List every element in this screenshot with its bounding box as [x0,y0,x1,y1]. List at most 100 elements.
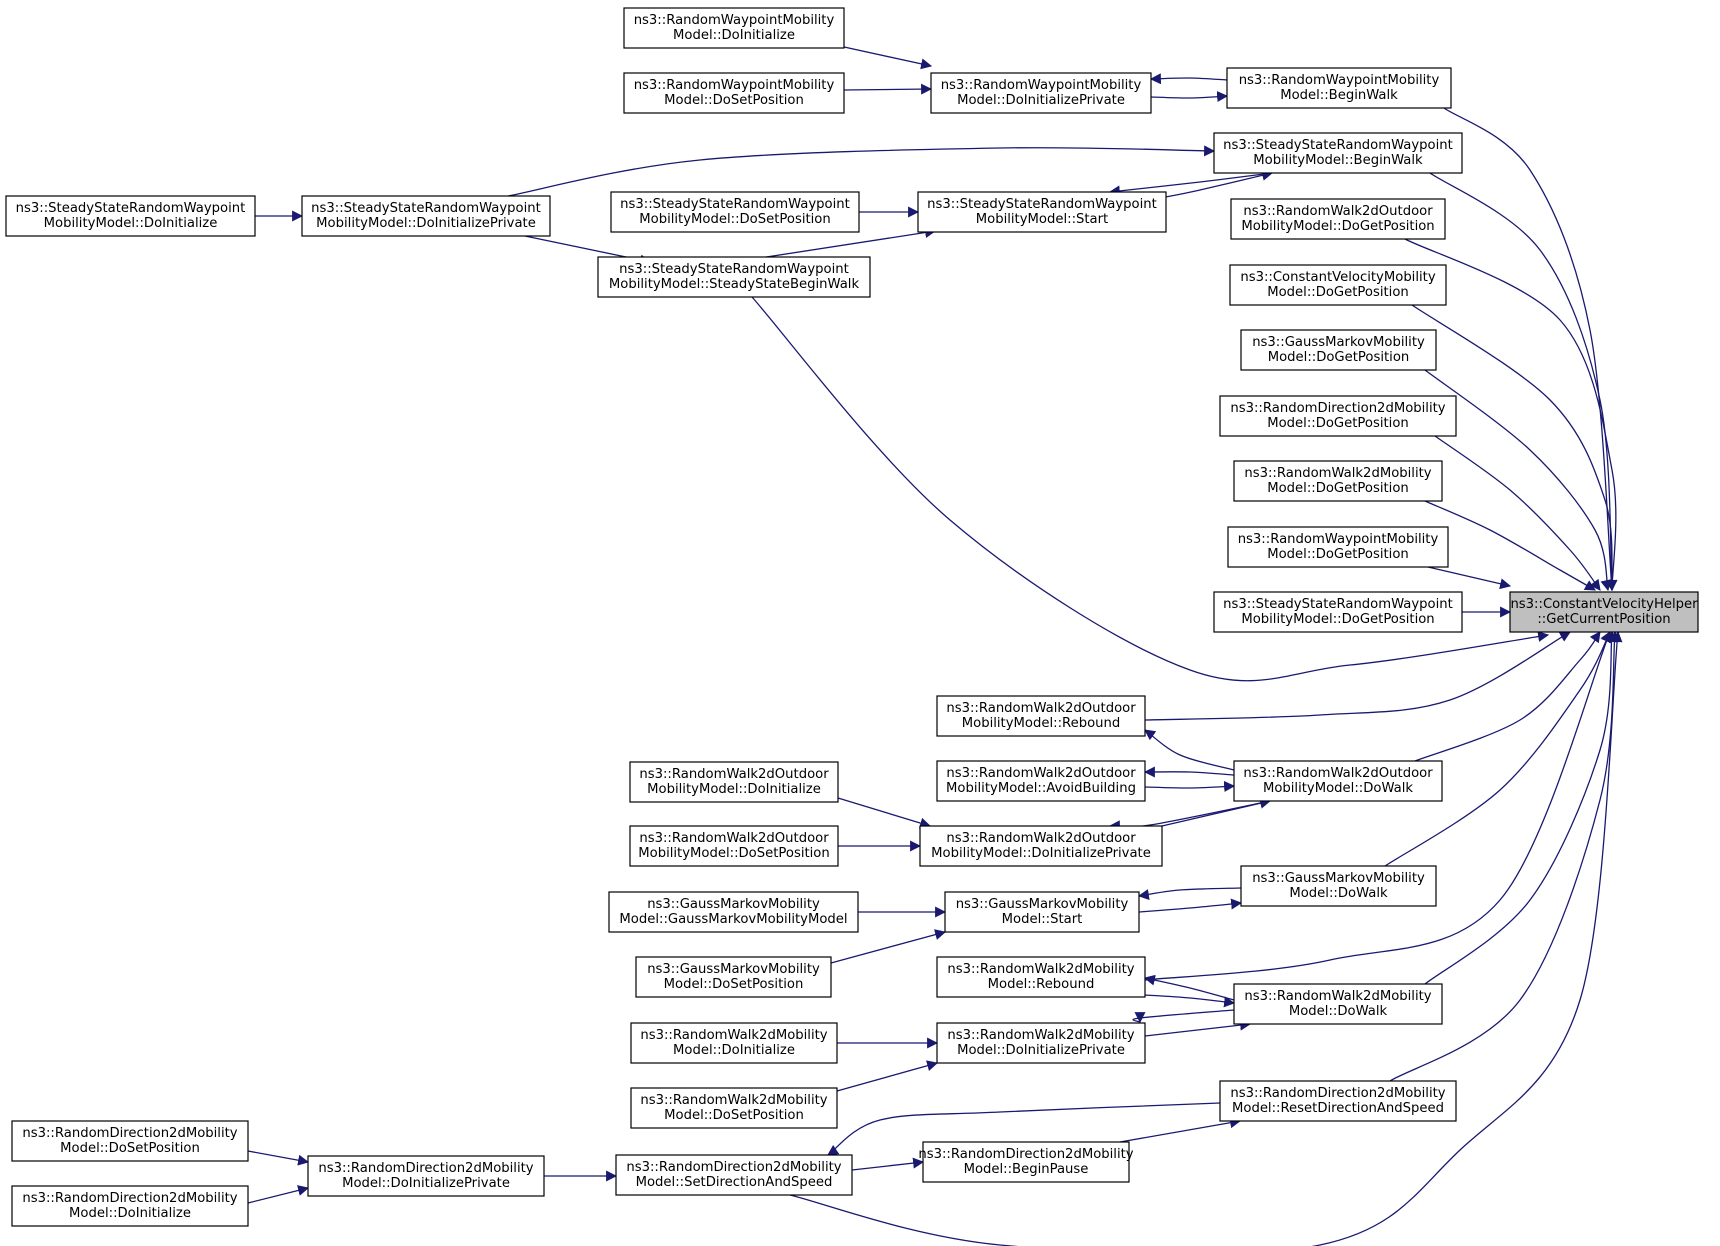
node-gm_dogetpos[interactable]: ns3::GaussMarkovMobilityModel::DoGetPosi… [1240,329,1437,371]
node-rd2_reset[interactable]: ns3::RandomDirection2dMobilityModel::Res… [1219,1080,1457,1122]
node-box [919,825,1163,867]
call-edge-gm_start-to-gm_dowalk [1138,898,1243,913]
node-label-1: ns3::RandomDirection2dMobility [318,1161,533,1176]
call-edge-rw2o_rebound-to-cvh_get [1144,631,1571,721]
node-label-1: ns3::RandomWalk2dOutdoor [946,831,1136,846]
call-edge-rw2o_dowalk-to-rw2o_rebound [1144,729,1235,771]
node-ss_dosetpos[interactable]: ns3::SteadyStateRandomWaypointMobilityMo… [610,191,860,233]
node-rwp_beginwalk[interactable]: ns3::RandomWaypointMobilityModel::BeginW… [1226,67,1452,109]
node-box [936,695,1146,737]
node-box [11,1185,249,1227]
node-label-2: Model::Rebound [988,977,1095,992]
node-box [1227,526,1449,568]
node-box [1240,329,1437,371]
node-rd2_dogetpos[interactable]: ns3::RandomDirection2dMobilityModel::DoG… [1219,395,1457,437]
node-cvh_get[interactable]: ns3::ConstantVelocityHelper::GetCurrentP… [1509,591,1699,633]
node-rw2o_rebound[interactable]: ns3::RandomWalk2dOutdoorMobilityModel::R… [936,695,1146,737]
call-edge-rw2o_dowalk-to-rw2o_avoid [1143,766,1235,778]
node-gm_ctor[interactable]: ns3::GaussMarkovMobilityModel::GaussMark… [608,891,859,933]
node-ss_doinitpriv[interactable]: ns3::SteadyStateRandomWaypointMobilityMo… [301,195,551,237]
node-box [1219,1080,1457,1122]
node-label-2: MobilityModel::DoInitializePrivate [931,846,1151,861]
node-rwp_doinit[interactable]: ns3::RandomWaypointMobilityModel::DoInit… [623,7,845,49]
node-box [1233,760,1443,802]
node-label-1: ns3::SteadyStateRandomWaypoint [927,197,1157,212]
node-box [610,191,860,233]
node-rw2o_doinitpriv[interactable]: ns3::RandomWalk2dOutdoorMobilityModel::D… [919,825,1163,867]
node-cv_dogetpos[interactable]: ns3::ConstantVelocityMobilityModel::DoGe… [1229,264,1447,306]
node-rd2_beginpause[interactable]: ns3::RandomDirection2dMobilityModel::Beg… [918,1141,1134,1183]
call-edge-rw2_dowalk-to-cvh_get [1424,630,1617,985]
node-label-1: ns3::RandomWalk2dMobility [1244,989,1431,1004]
node-rwp_doinitpriv[interactable]: ns3::RandomWaypointMobilityModel::DoInit… [930,72,1152,114]
node-rw2o_avoid[interactable]: ns3::RandomWalk2dOutdoorMobilityModel::A… [936,760,1146,802]
node-rw2o_doinit[interactable]: ns3::RandomWalk2dOutdoorMobilityModel::D… [629,761,839,803]
node-rw2_dosetpos[interactable]: ns3::RandomWalk2dMobilityModel::DoSetPos… [630,1087,838,1129]
node-label-2: Model::DoWalk [1289,886,1388,901]
node-label-2: MobilityModel::DoGetPosition [1241,612,1434,627]
node-gm_start[interactable]: ns3::GaussMarkovMobilityModel::Start [944,891,1140,933]
node-ss_doinit[interactable]: ns3::SteadyStateRandomWaypointMobilityMo… [5,195,256,237]
node-box [1230,198,1446,240]
node-rd2_doinitpriv[interactable]: ns3::RandomDirection2dMobilityModel::DoI… [307,1155,545,1197]
node-box [597,256,871,298]
node-gm_dosetpos[interactable]: ns3::GaussMarkovMobilityModel::DoSetPosi… [635,956,832,998]
node-rwp_dosetpos[interactable]: ns3::RandomWaypointMobilityModel::DoSetP… [623,72,845,114]
node-box [635,956,832,998]
node-ss_ssbeginwalk[interactable]: ns3::SteadyStateRandomWaypointMobilityMo… [597,256,871,298]
call-edge-ss_ssbeginwalk-to-ss_start [759,227,937,259]
node-label-2: MobilityModel::BeginWalk [1253,153,1423,168]
call-edge-gm_dowalk-to-cvh_get [1384,631,1611,867]
node-rd2_doinit[interactable]: ns3::RandomDirection2dMobilityModel::DoI… [11,1185,249,1227]
node-ss_dogetpos[interactable]: ns3::SteadyStateRandomWaypointMobilityMo… [1213,591,1463,633]
node-rw2_doinit[interactable]: ns3::RandomWalk2dMobilityModel::DoInitia… [630,1022,838,1064]
node-rd2_setdir[interactable]: ns3::RandomDirection2dMobilityModel::Set… [615,1154,853,1196]
node-box [1219,395,1457,437]
call-edge-gm_dowalk-to-gm_start [1137,887,1242,901]
node-label-2: MobilityModel::Rebound [962,716,1120,731]
node-label-2: Model::ResetDirectionAndSpeed [1232,1101,1444,1116]
node-label-2: Model::DoSetPosition [664,93,804,108]
node-box [1213,591,1463,633]
node-label-1: ns3::SteadyStateRandomWaypoint [1223,138,1453,153]
call-edge-rw2_dogetpos-to-cvh_get [1424,500,1596,591]
call-edge-rwp_dosetpos-to-rwp_doinitpriv [843,83,933,95]
call-edge-rwp_dogetpos-to-cvh_get [1427,566,1512,590]
node-rw2o_dogetpos[interactable]: ns3::RandomWalk2dOutdoorMobilityModel::D… [1230,198,1446,240]
node-rw2_dogetpos[interactable]: ns3::RandomWalk2dMobilityModel::DoGetPos… [1233,460,1443,502]
call-edge-rwp_beginwalk-to-rwp_doinitpriv [1149,73,1228,85]
call-edge-gm_dosetpos-to-gm_start [830,929,947,964]
node-ss_start[interactable]: ns3::SteadyStateRandomWaypointMobilityMo… [917,191,1167,233]
node-label-2: Model::DoGetPosition [1267,547,1409,562]
node-ss_beginwalk[interactable]: ns3::SteadyStateRandomWaypointMobilityMo… [1213,132,1463,174]
node-label-1: ns3::RandomDirection2dMobility [1230,401,1445,416]
node-label-1: ns3::RandomWaypointMobility [634,13,835,28]
call-edge-rd2_dosetpos-to-rd2_doinitpriv [247,1150,310,1166]
call-edge-rwp_doinit-to-rwp_doinitpriv [834,44,933,70]
node-rw2_doinitpriv[interactable]: ns3::RandomWalk2dMobilityModel::DoInitia… [936,1022,1146,1064]
node-label-1: ns3::RandomWalk2dOutdoor [639,831,829,846]
node-box [11,1120,249,1162]
node-gm_dowalk[interactable]: ns3::GaussMarkovMobilityModel::DoWalk [1240,865,1437,907]
node-label-1: ns3::RandomWalk2dMobility [640,1093,827,1108]
node-label-2: Model::DoGetPosition [1267,285,1409,300]
node-label-1: ns3::RandomWaypointMobility [1238,532,1439,547]
node-rw2o_dowalk[interactable]: ns3::RandomWalk2dOutdoorMobilityModel::D… [1233,760,1443,802]
node-rwp_dogetpos[interactable]: ns3::RandomWaypointMobilityModel::DoGetP… [1227,526,1449,568]
node-label-1: ns3::ConstantVelocityMobility [1240,270,1436,285]
call-edge-rd2_reset-to-rd2_setdir [827,1102,1221,1156]
call-edge-ss_ssbeginwalk-to-cvh_get [751,296,1550,682]
node-box [630,1022,838,1064]
node-box [629,761,839,803]
node-rd2_dosetpos[interactable]: ns3::RandomDirection2dMobilityModel::DoS… [11,1120,249,1162]
call-edge-rd2_dogetpos-to-cvh_get [1434,435,1601,591]
node-label-2: Model::DoGetPosition [1267,416,1409,431]
node-rw2o_dosetpos[interactable]: ns3::RandomWalk2dOutdoorMobilityModel::D… [629,825,839,867]
node-label-2: Model::DoSetPosition [60,1141,200,1156]
node-label-2: MobilityModel::DoGetPosition [1241,219,1434,234]
node-box [615,1154,853,1196]
call-edge-rd2_setdir-to-rd2_beginpause [851,1157,925,1171]
call-edge-rw2_dowalk-to-rw2_doinitpriv [1132,1009,1235,1024]
